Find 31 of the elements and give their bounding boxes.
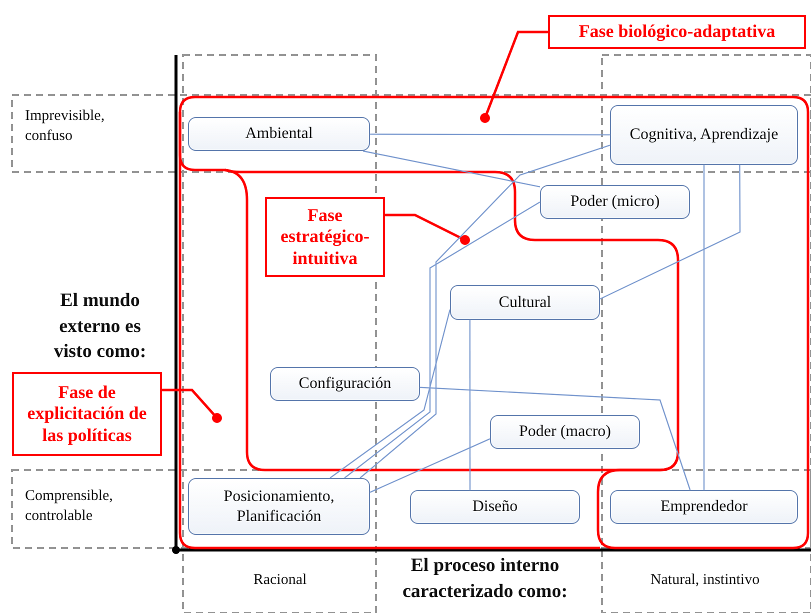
- connector-line: [370, 134, 610, 136]
- process-box: Poder (micro): [540, 185, 690, 219]
- connector-line: [370, 438, 490, 493]
- process-box: Emprendedor: [610, 490, 798, 524]
- row-label: Imprevisible, confuso: [25, 107, 106, 146]
- leader-line: [162, 388, 222, 423]
- phase-label-box: Fase biológico-adaptativa: [548, 15, 806, 49]
- row-label: Comprensible, controlable: [25, 487, 114, 526]
- process-box: Posicionamiento, Planificación: [188, 478, 370, 535]
- connector-line: [469, 320, 471, 490]
- column-label: Natural, instintivo: [649, 571, 761, 590]
- process-box: Ambiental: [188, 117, 370, 151]
- phase-label-box: Fase estratégico-intuitiva: [265, 197, 385, 277]
- leader-line: [480, 30, 548, 123]
- connector-line: [362, 150, 540, 188]
- connector-line: [330, 309, 451, 478]
- axis-title: El proceso interno caracterizado como:: [401, 554, 569, 604]
- connector-line: [344, 201, 540, 478]
- process-box: Cognitiva, Aprendizaje: [610, 105, 798, 165]
- process-box: Poder (macro): [490, 415, 640, 449]
- connector-line: [360, 144, 610, 478]
- process-box: Cultural: [450, 285, 600, 320]
- phase-label-box: Fase de explicitación de las políticas: [12, 372, 162, 456]
- process-box: Diseño: [410, 490, 580, 524]
- process-box: Configuración: [270, 367, 420, 401]
- connector-line: [703, 165, 705, 490]
- axis-title: El mundo externo es visto como:: [52, 289, 148, 364]
- leader-line: [385, 214, 470, 245]
- connector-line: [420, 386, 691, 490]
- column-label: Racional: [252, 571, 308, 590]
- connector-line: [600, 165, 741, 300]
